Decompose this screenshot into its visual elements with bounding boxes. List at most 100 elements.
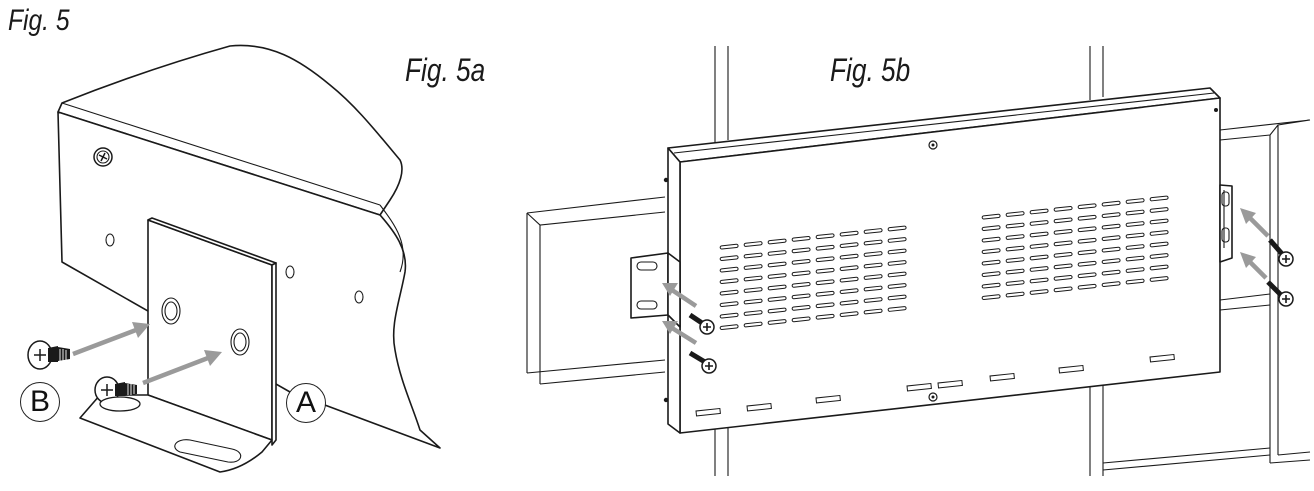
vent-slot: [791, 258, 811, 265]
vent-slot: [1125, 209, 1145, 216]
vent-slot: [1125, 255, 1145, 262]
vent-slot: [1029, 231, 1049, 238]
enclosure-hole-icon: [354, 290, 364, 304]
panel-a-label: Fig. 5a: [405, 52, 486, 88]
callout-b: B: [20, 382, 60, 422]
vent-slot: [1101, 223, 1121, 230]
vent-slot: [839, 230, 859, 237]
vent-slot: [1101, 246, 1121, 253]
box-screw-icon: [928, 140, 938, 150]
vent-slot: [1005, 245, 1025, 252]
vent-slot: [1053, 286, 1073, 293]
vent-slot: [981, 259, 1001, 266]
vent-slot: [839, 253, 859, 260]
vent-slot: [1149, 241, 1169, 248]
vent-slot: [1149, 253, 1169, 259]
vent-slot: [1149, 218, 1169, 225]
vent-slot: [767, 238, 787, 245]
vent-slots: [719, 195, 1169, 331]
bottom-slot: [695, 407, 721, 417]
vent-slot: [1029, 243, 1049, 249]
vent-slot: [839, 299, 859, 306]
vent-slot: [815, 256, 835, 263]
screw-icon: [1268, 238, 1294, 267]
vent-slot: [1149, 230, 1169, 236]
vent-slot: [1077, 260, 1097, 267]
vent-slot: [767, 296, 787, 302]
vent-slot: [1005, 280, 1025, 286]
vent-slot: [1005, 291, 1025, 298]
vent-slot: [1005, 268, 1025, 275]
vent-slot: [1125, 221, 1145, 227]
vent-slot: [1029, 220, 1049, 226]
vent-slot: [863, 297, 883, 303]
vent-slot: [981, 282, 1001, 289]
bottom-slot: [815, 394, 841, 404]
arrow-icon: [1240, 208, 1270, 238]
vent-slot: [1005, 222, 1025, 229]
vent-slot: [1077, 272, 1097, 279]
vent-slot: [815, 279, 835, 286]
vent-slot: [1029, 289, 1049, 295]
vent-slot: [743, 264, 763, 270]
vent-slot: [743, 252, 763, 259]
vent-slot: [1077, 226, 1097, 233]
vent-slot: [1077, 249, 1097, 256]
vent-slot: [887, 294, 907, 301]
vent-slot: [1053, 228, 1073, 235]
vent-slot: [743, 275, 763, 282]
screw-icon: [688, 312, 715, 335]
vent-slot: [791, 293, 811, 300]
vent-slot: [719, 278, 739, 285]
vent-slot: [1101, 269, 1121, 276]
vent-slot: [981, 225, 1001, 232]
vent-slot: [1101, 212, 1121, 219]
panel-b-label: Fig. 5b: [830, 52, 911, 88]
vent-slot: [887, 260, 907, 266]
vent-slot: [791, 247, 811, 254]
vent-slot: [839, 265, 859, 272]
vent-slot: [791, 270, 811, 277]
l-bracket-icon: [79, 217, 277, 473]
vent-slot: [815, 244, 835, 251]
vent-slot: [839, 242, 859, 249]
vent-slot: [981, 271, 1001, 278]
vent-slot: [719, 243, 739, 250]
vent-slot: [1125, 267, 1145, 273]
vent-slot: [981, 248, 1001, 255]
vent-slot: [743, 310, 763, 316]
vent-slot: [1053, 217, 1073, 224]
vent-slot: [1053, 240, 1073, 247]
vent-slot: [863, 274, 883, 280]
figure-title: Fig. 5: [8, 4, 70, 37]
vent-slot: [791, 281, 811, 288]
vent-slot: [1077, 203, 1097, 210]
vent-slot: [743, 241, 763, 247]
vent-slot: [863, 262, 883, 269]
vent-slot: [1029, 254, 1049, 261]
vent-slot: [719, 266, 739, 273]
bottom-slot: [1149, 353, 1175, 363]
vent-slot: [1005, 257, 1025, 263]
vent-slot: [767, 250, 787, 256]
vent-slot: [767, 307, 787, 314]
vent-slot: [981, 236, 1001, 243]
vent-slot: [863, 308, 883, 315]
vent-slot: [1005, 211, 1025, 217]
enclosure-top-face: [57, 44, 403, 216]
enclosure-screw-icon: [93, 147, 113, 167]
vent-slot: [719, 324, 739, 331]
enclosure-hole-icon: [105, 233, 115, 247]
vent-slot: [1029, 266, 1049, 272]
vent-slot: [1077, 283, 1097, 290]
vent-slot: [815, 290, 835, 297]
arrow-icon: [662, 321, 698, 345]
vent-slot: [791, 316, 811, 323]
vent-slot: [1125, 278, 1145, 285]
vent-slot: [1149, 276, 1169, 282]
screw-icon: [688, 350, 717, 374]
vent-slot: [839, 276, 859, 283]
vent-slot: [1125, 244, 1145, 250]
box-screw-icon: [928, 392, 938, 402]
vent-slot: [719, 301, 739, 308]
